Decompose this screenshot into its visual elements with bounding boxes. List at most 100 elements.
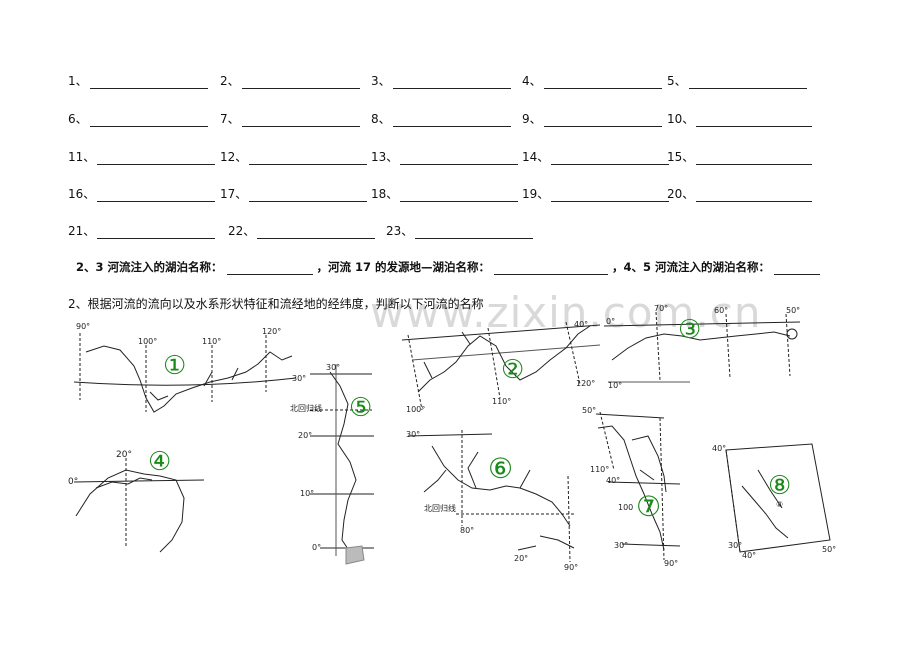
answer-line[interactable] (551, 152, 670, 165)
blank-17[interactable]: 17、 (220, 185, 368, 202)
blank-10[interactable]: 10、 (667, 110, 813, 127)
lake-question-part-a: 2、3 河流注入的湖泊名称： (76, 260, 223, 274)
blank-7[interactable]: 7、 (220, 110, 360, 127)
answer-line[interactable] (249, 189, 368, 202)
map-8-label: 40° (712, 444, 726, 453)
lake-question-part-c: ，4、5 河流注入的湖泊名称： (612, 260, 771, 274)
map-2-label: 120° (576, 379, 595, 388)
blank-number: 6、 (68, 112, 88, 126)
blank-number: 9、 (522, 112, 542, 126)
answer-line[interactable] (89, 114, 208, 127)
answer-line[interactable] (415, 226, 534, 239)
map-3-label: 0° (606, 317, 615, 326)
blank-3[interactable]: 3、 (371, 72, 511, 89)
answer-line[interactable] (400, 152, 519, 165)
blank-number: 13、 (371, 150, 399, 164)
map-5-number: ⑤ (349, 393, 372, 423)
blank-number: 18、 (371, 187, 399, 201)
map-7-label: 40° (606, 476, 620, 485)
blank-number: 2、 (220, 74, 240, 88)
map-6-label: 北回归线 (424, 503, 456, 513)
answer-line[interactable] (257, 226, 376, 239)
answer-line[interactable] (543, 76, 662, 89)
blank-4[interactable]: 4、 (522, 72, 662, 89)
answer-line[interactable] (696, 152, 813, 165)
blank-number: 21、 (68, 224, 96, 238)
blank-21[interactable]: 21、 (68, 222, 216, 239)
blank-1[interactable]: 1、 (68, 72, 208, 89)
answer-line[interactable] (392, 114, 511, 127)
map-5-label: 30° (292, 374, 306, 383)
blank-12[interactable]: 12、 (220, 148, 368, 165)
blank-20[interactable]: 20、 (667, 185, 813, 202)
answer-line[interactable] (696, 114, 813, 127)
map-8-label: 30° (728, 541, 742, 550)
blank-14[interactable]: 14、 (522, 148, 670, 165)
answer-line[interactable] (241, 114, 360, 127)
blank-number: 4、 (522, 74, 542, 88)
answer-line[interactable] (688, 76, 807, 89)
map-7-label: 110° (590, 465, 609, 474)
answer-line[interactable] (543, 114, 662, 127)
blank-number: 10、 (667, 112, 695, 126)
answer-line[interactable] (97, 152, 216, 165)
answer-line[interactable] (696, 189, 813, 202)
answer-line[interactable] (249, 152, 368, 165)
blank-13[interactable]: 13、 (371, 148, 519, 165)
river-question: 2、根据河流的流向以及水系形状特征和流经地的经纬度，判断以下河流的名称 (68, 297, 484, 311)
answer-line[interactable] (89, 76, 208, 89)
answer-line[interactable] (97, 226, 216, 239)
map-3-label: 10° (608, 381, 622, 390)
blank-number: 1、 (68, 74, 88, 88)
blank-9[interactable]: 9、 (522, 110, 662, 127)
map-8-label: 40° (742, 551, 756, 560)
blank-16[interactable]: 16、 (68, 185, 216, 202)
blank-number: 22、 (228, 224, 256, 238)
map-1-label: 110° (202, 337, 221, 346)
blank-number: 16、 (68, 187, 96, 201)
blank-6[interactable]: 6、 (68, 110, 208, 127)
map-3-label: 60° (714, 306, 728, 315)
map-6-label: 30° (406, 430, 420, 439)
map-5: 30° 30° 北回归线 20° 10° 0° ⑤ (290, 363, 374, 565)
blank-5[interactable]: 5、 (667, 72, 807, 89)
map-8-number: ⑧ (768, 471, 791, 501)
map-2-label: 40° (574, 320, 588, 329)
blank-22[interactable]: 22、 (228, 222, 376, 239)
map-8-label: ⑧ (776, 500, 783, 509)
answer-line[interactable] (97, 189, 216, 202)
answer-line[interactable] (551, 189, 670, 202)
lake-answer-a[interactable] (226, 262, 313, 275)
answer-line[interactable] (392, 76, 511, 89)
lake-answer-c[interactable] (774, 262, 821, 275)
blank-number: 12、 (220, 150, 248, 164)
map-5-label: 10° (300, 489, 314, 498)
blank-2[interactable]: 2、 (220, 72, 360, 89)
map-4-label: 20° (116, 450, 132, 460)
map-8: 40° 30° 40° 50° ⑧ ⑧ (712, 443, 836, 560)
blank-23[interactable]: 23、 (386, 222, 534, 239)
blank-8[interactable]: 8、 (371, 110, 511, 127)
map-7-label: 50° (582, 406, 596, 415)
blank-19[interactable]: 19、 (522, 185, 670, 202)
map-8-label: 50° (822, 545, 836, 554)
map-7-label: 100 (618, 503, 633, 512)
map-7-label: 30° (614, 541, 628, 550)
blank-11[interactable]: 11、 (68, 148, 216, 165)
blank-15[interactable]: 15、 (667, 148, 813, 165)
map-3-label: 50° (786, 306, 800, 315)
map-4-label: 0° (68, 477, 78, 487)
map-6-label: 80° (460, 526, 474, 535)
answer-line[interactable] (400, 189, 519, 202)
answer-line[interactable] (241, 76, 360, 89)
blank-number: 14、 (522, 150, 550, 164)
blank-18[interactable]: 18、 (371, 185, 519, 202)
map-3-label: 70° (654, 304, 668, 313)
blank-number: 15、 (667, 150, 695, 164)
map-6-label: 90° (564, 563, 578, 572)
map-2-label: 100° (406, 405, 425, 414)
map-2-number: ② (501, 355, 524, 385)
map-6: 30° 北回归线 80° 20° 90° ⑥ (406, 430, 578, 572)
lake-answer-b[interactable] (494, 262, 609, 275)
